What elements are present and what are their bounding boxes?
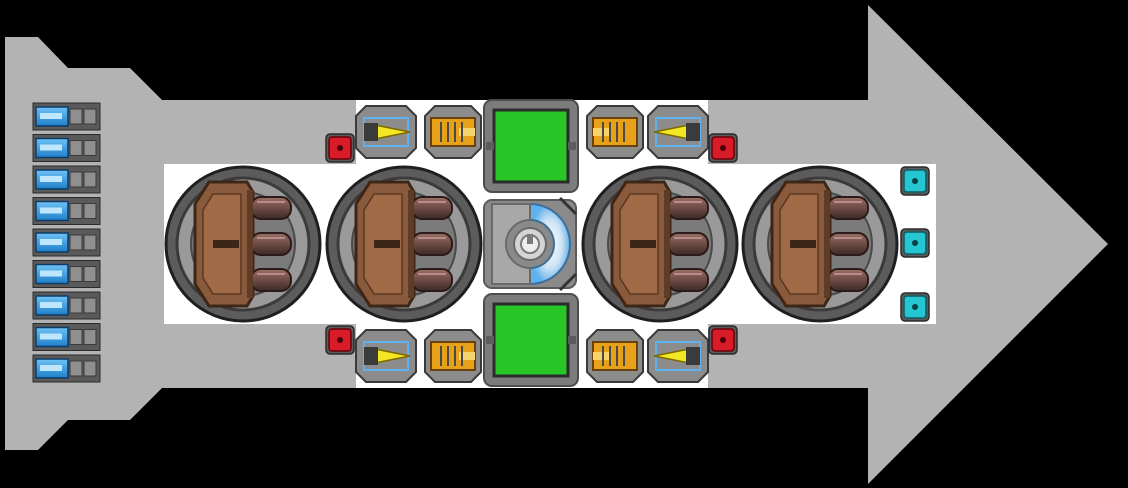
battery-cell[interactable] bbox=[32, 354, 101, 383]
red-node[interactable] bbox=[708, 133, 738, 163]
laser-mount[interactable] bbox=[355, 329, 417, 383]
turret-barrel bbox=[827, 232, 869, 256]
cyan-node[interactable] bbox=[900, 228, 930, 258]
battery-cell[interactable] bbox=[32, 260, 101, 288]
turret-barrel bbox=[250, 232, 292, 256]
laser-mount[interactable] bbox=[355, 105, 417, 159]
turret-group bbox=[164, 165, 899, 323]
turret-barrel bbox=[411, 268, 453, 292]
red-node[interactable] bbox=[325, 325, 355, 355]
red-node-group bbox=[325, 133, 738, 355]
turret-barrel bbox=[250, 268, 292, 292]
battery-column bbox=[32, 102, 101, 383]
cyan-node-group bbox=[900, 166, 930, 322]
red-node[interactable] bbox=[708, 325, 738, 355]
cannon-mount[interactable] bbox=[424, 105, 482, 159]
battery-cell[interactable] bbox=[32, 291, 101, 320]
cannon-mount[interactable] bbox=[586, 329, 644, 383]
turret-barrel bbox=[411, 232, 453, 256]
laser-mount[interactable] bbox=[647, 329, 709, 383]
laser-mount[interactable] bbox=[647, 105, 709, 159]
turret-barrel bbox=[667, 196, 709, 220]
green-panel-top[interactable] bbox=[483, 99, 579, 193]
cannon-mount[interactable] bbox=[586, 105, 644, 159]
turret-barrel bbox=[667, 268, 709, 292]
battery-cell[interactable] bbox=[32, 228, 101, 257]
turret-barrel bbox=[411, 196, 453, 220]
red-node[interactable] bbox=[325, 133, 355, 163]
heavy-turret[interactable] bbox=[325, 165, 483, 323]
heavy-turret[interactable] bbox=[164, 165, 322, 323]
battery-cell[interactable] bbox=[32, 323, 101, 351]
battery-cell[interactable] bbox=[32, 102, 101, 131]
green-panel-bottom[interactable] bbox=[483, 293, 579, 387]
weapon-mounts bbox=[355, 105, 709, 383]
battery-cell[interactable] bbox=[32, 197, 101, 225]
battery-cell[interactable] bbox=[32, 134, 101, 162]
heavy-turret[interactable] bbox=[741, 165, 899, 323]
turret-barrel bbox=[250, 196, 292, 220]
cyan-node[interactable] bbox=[900, 166, 930, 196]
reactor-core[interactable] bbox=[483, 196, 578, 292]
turret-barrel bbox=[827, 196, 869, 220]
battery-cell[interactable] bbox=[32, 165, 101, 194]
heavy-turret[interactable] bbox=[581, 165, 739, 323]
turret-barrel bbox=[827, 268, 869, 292]
cannon-mount[interactable] bbox=[424, 329, 482, 383]
cyan-node[interactable] bbox=[900, 292, 930, 322]
turret-barrel bbox=[667, 232, 709, 256]
